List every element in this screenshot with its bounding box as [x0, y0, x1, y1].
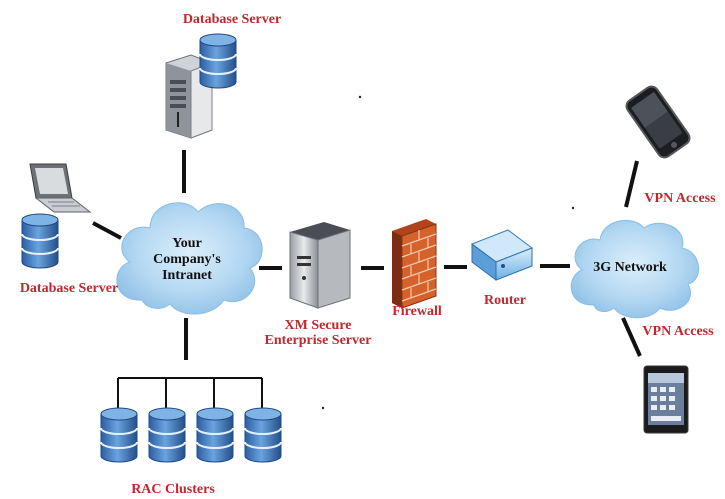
cloud-icon	[116, 202, 263, 315]
label-rac-clusters: RAC Clusters	[131, 482, 215, 497]
database-icon	[148, 407, 186, 463]
database-icon	[100, 407, 138, 463]
cloud-icon	[570, 219, 700, 319]
rac-bus	[117, 377, 263, 415]
label-database-server-top: Database Server	[182, 12, 282, 27]
label-database-server-left: Database Server	[19, 281, 119, 296]
database-icon	[21, 213, 59, 269]
intranet-line-2: Company's	[153, 252, 221, 267]
label-3g-network: 3G Network	[593, 260, 667, 275]
xm-line-1: XM Secure	[284, 318, 352, 333]
intranet-line-1: Your	[172, 236, 202, 251]
database-icon	[199, 33, 237, 89]
smartphone-icon	[625, 85, 691, 159]
xm-line-2: Enterprise Server	[264, 333, 372, 348]
label-firewall: Firewall	[392, 304, 442, 319]
database-icon	[244, 407, 282, 463]
database-icon	[196, 407, 234, 463]
rack-server-icon	[289, 222, 351, 309]
tablet-icon	[643, 365, 689, 434]
laptop-icon	[29, 163, 92, 213]
label-vpn-access-bottom: VPN Access	[642, 324, 714, 339]
connector-lines	[92, 150, 642, 360]
intranet-label: Your Company's Intranet	[132, 236, 242, 284]
link-3g-tablet	[621, 317, 642, 357]
xm-server-label: XM Secure Enterprise Server	[248, 318, 388, 348]
intranet-line-3: Intranet	[162, 268, 212, 283]
router-icon	[470, 229, 534, 281]
label-vpn-access-top: VPN Access	[644, 191, 716, 206]
link-3g-phone	[624, 160, 639, 208]
label-router: Router	[484, 293, 526, 308]
firewall-icon	[392, 219, 437, 309]
link-laptop-intranet	[92, 221, 122, 240]
